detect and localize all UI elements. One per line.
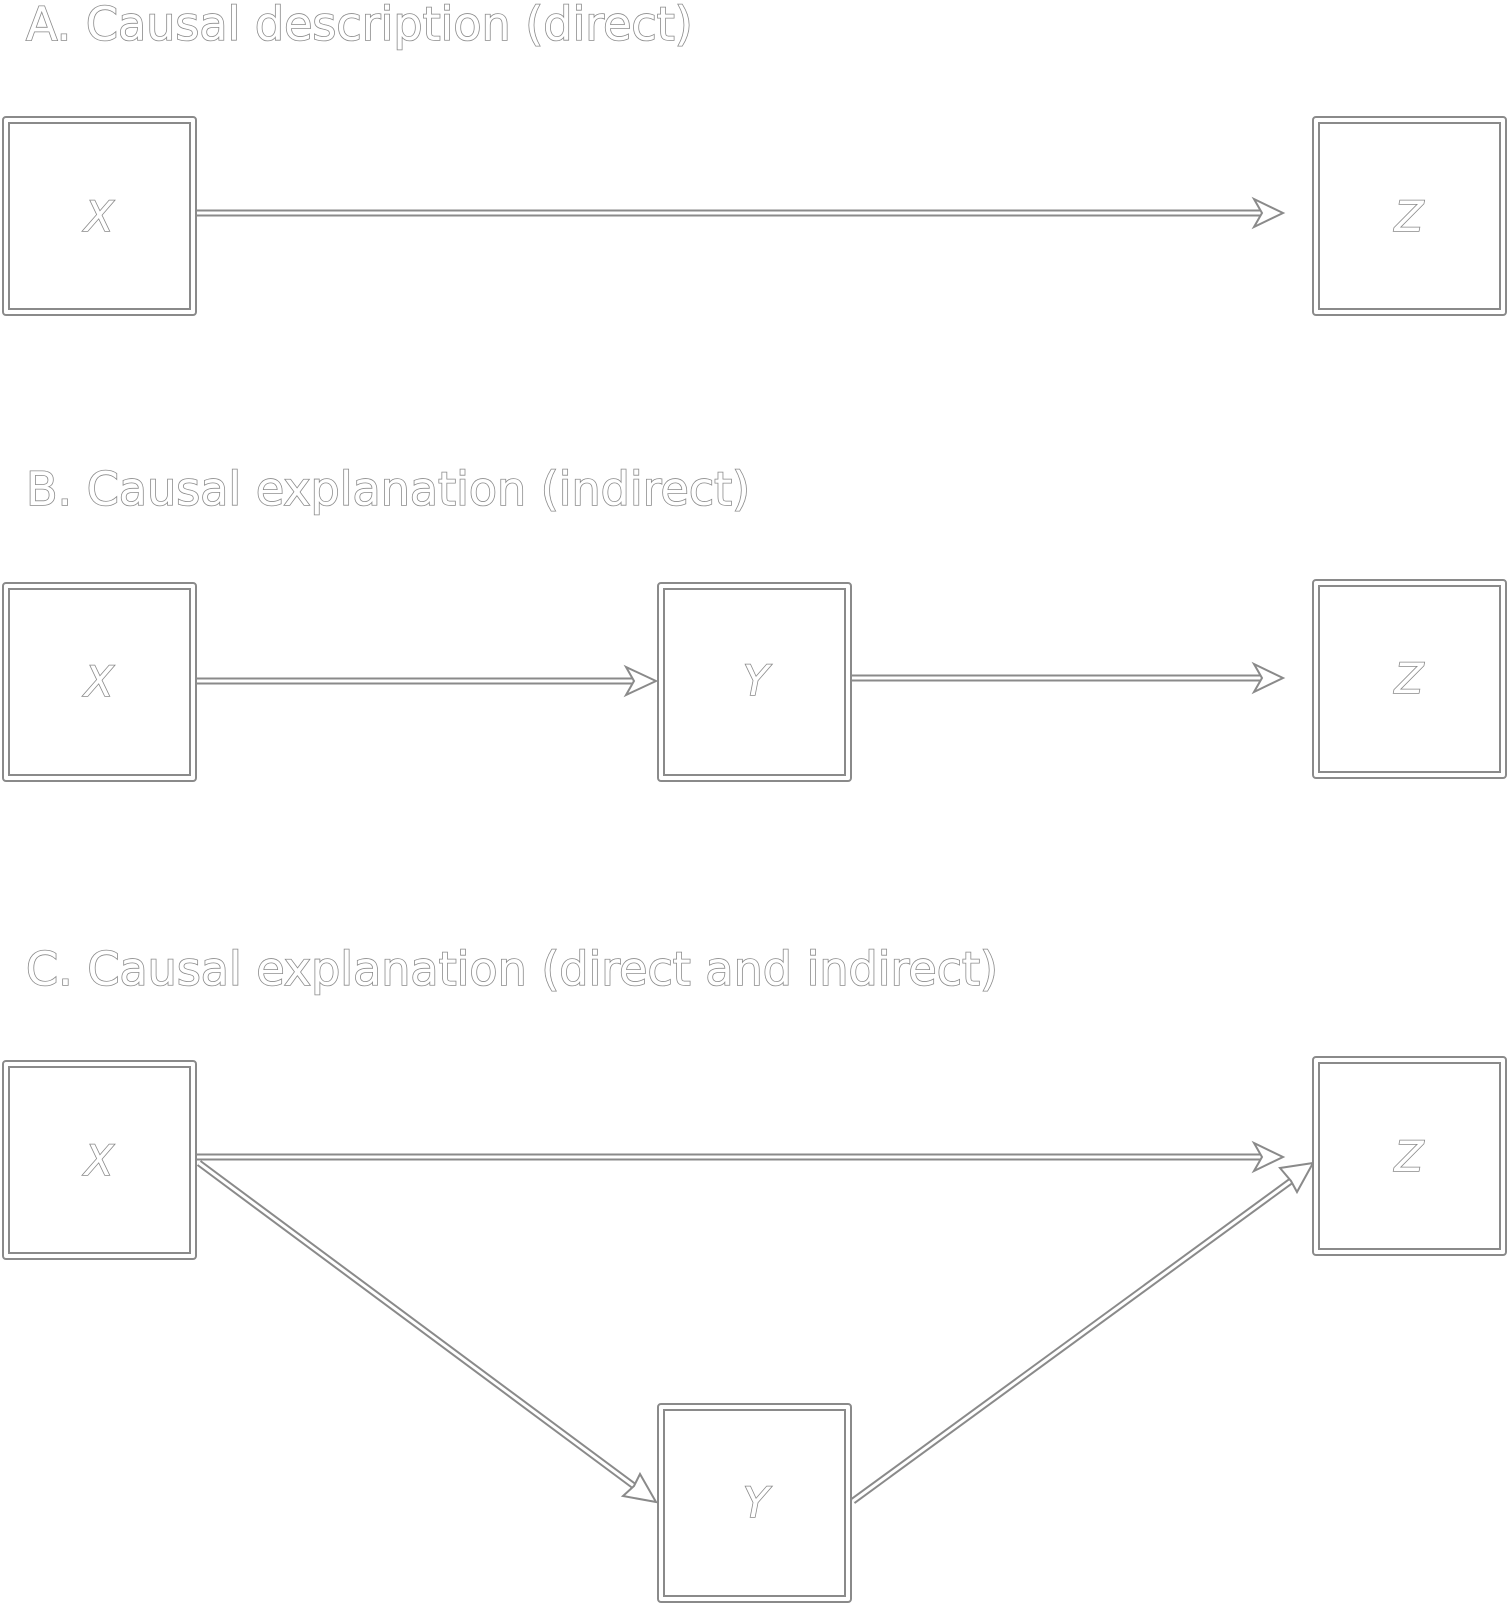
panel-b-node-x-label: X	[83, 657, 115, 706]
panel-a-node-z: Z	[1312, 116, 1507, 316]
panel-c-title: C. Causal explanation (direct and indire…	[26, 942, 998, 996]
panel-c-node-x-label: X	[83, 1136, 115, 1185]
panel-a-title: A. Causal description (direct)	[26, 0, 693, 51]
panel-c-node-x: X	[2, 1060, 197, 1260]
panel-a-edge-x-z	[193, 196, 1286, 230]
panel-c-edge-y-z	[850, 1161, 1315, 1504]
panel-a-node-x-label: X	[83, 192, 115, 241]
panel-c-node-z: Z	[1312, 1056, 1507, 1256]
panel-c: C. Causal explanation (direct and indire…	[2, 941, 1507, 1603]
panel-a-node-z-label: Z	[1394, 192, 1425, 241]
panel-c-node-z-label: Z	[1394, 1132, 1425, 1181]
panel-b-title: B. Causal explanation (indirect)	[26, 462, 750, 516]
panel-b-node-z: Z	[1312, 579, 1507, 779]
panel-c-node-y: Y	[657, 1403, 852, 1603]
panel-a-node-x: X	[2, 116, 197, 316]
panel-b-edge-x-y	[193, 664, 659, 698]
panel-b-node-x: X	[2, 582, 197, 782]
panel-b-edge-y-z	[851, 661, 1286, 695]
panel-a: A. Causal description (direct) X Z	[2, 0, 1507, 316]
panel-c-edge-x-z	[193, 1140, 1286, 1174]
panel-c-node-y-label: Y	[743, 1478, 772, 1527]
panel-b-node-y: Y	[657, 582, 852, 782]
panel-b-node-y-label: Y	[743, 656, 772, 705]
panel-c-edge-x-y	[196, 1160, 658, 1504]
panel-b-node-z-label: Z	[1394, 654, 1425, 703]
panel-b: B. Causal explanation (indirect) X Y Z	[2, 461, 1507, 782]
